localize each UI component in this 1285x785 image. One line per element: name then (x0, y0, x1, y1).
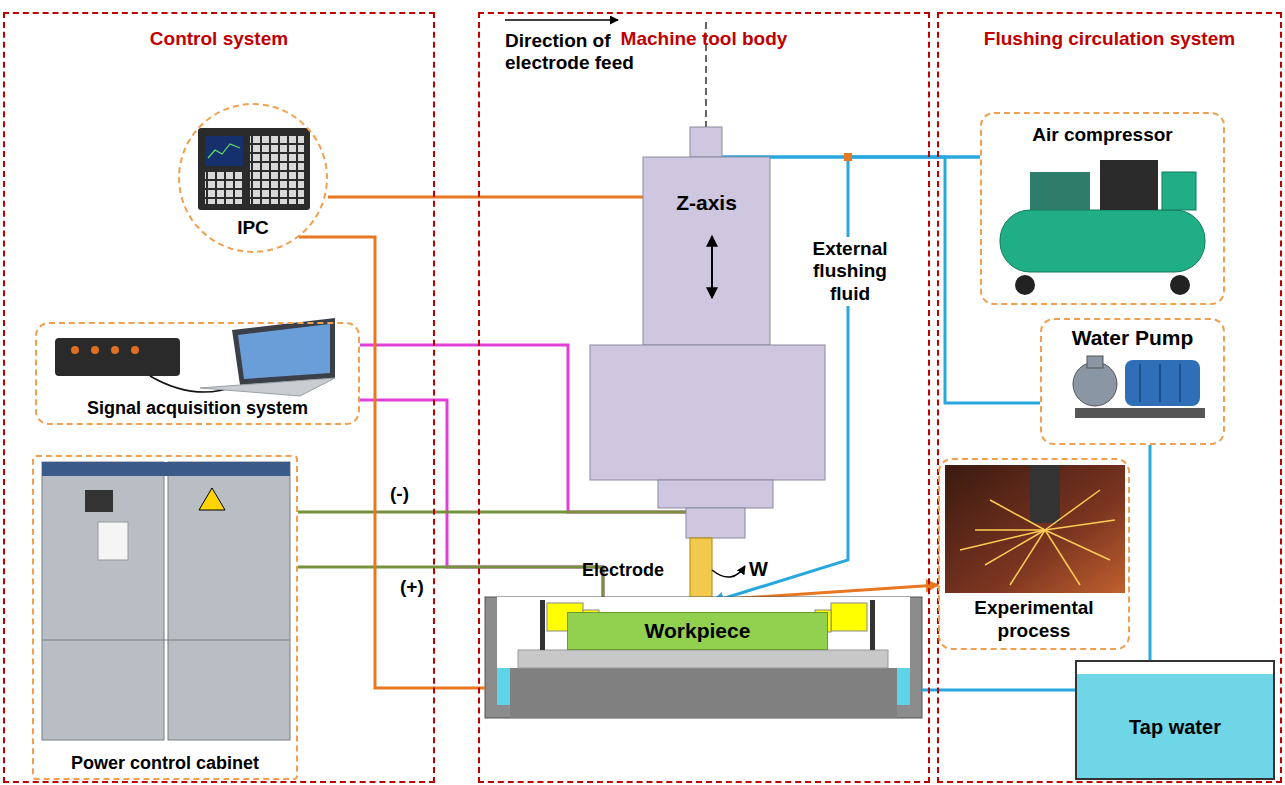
daq-port (131, 346, 139, 354)
edge-label: (-) (388, 482, 411, 506)
machine-base (510, 668, 897, 718)
wheel (1015, 275, 1035, 295)
ipc-circle: IPC (178, 103, 328, 253)
spark (985, 530, 1045, 565)
z-axis-column: Z-axis (643, 157, 770, 345)
clamp-bolt (540, 600, 545, 650)
tap-water-fill (1077, 674, 1273, 778)
controller-panel (198, 128, 310, 210)
edge-label: External flushing fluid (796, 237, 904, 306)
compressor-motor (1030, 172, 1090, 210)
belt-guard (1162, 172, 1196, 210)
node-label: IPC (237, 217, 269, 239)
daq-port (71, 346, 79, 354)
region-title: Flushing circulation system (984, 28, 1235, 50)
connector-line (1149, 445, 1152, 660)
annotation-label: Direction of electrode feed (505, 30, 675, 75)
tank-wall (485, 597, 922, 718)
pump-base (1075, 408, 1205, 418)
daq-port (111, 346, 119, 354)
collet (686, 508, 745, 538)
keypad (250, 136, 304, 204)
motor-fin (1139, 364, 1141, 402)
electrode: Electrode (690, 505, 712, 606)
daq-device (55, 338, 180, 376)
laptop-lid (232, 318, 335, 385)
motor-fin (1159, 364, 1161, 402)
node-label: Workpiece (645, 619, 751, 644)
keypad (205, 172, 243, 204)
node-label: Experimental process (946, 597, 1122, 642)
node-label: Air compressor (1032, 124, 1172, 146)
wheel (1170, 275, 1190, 295)
node-label: Water Pump (1072, 326, 1194, 351)
spindle-top (690, 127, 722, 157)
spark (1045, 530, 1110, 560)
spark (1010, 530, 1045, 585)
chuck (658, 480, 773, 508)
node-label: Electrode (582, 560, 664, 581)
node-label: Tap water (1129, 716, 1221, 740)
return-pipe (922, 689, 1075, 692)
rotation-arrow (712, 566, 745, 577)
daq-port (91, 346, 99, 354)
edge-label: (+) (398, 575, 426, 599)
z-motion-arrow (711, 236, 713, 298)
laptop-base (200, 378, 335, 396)
clamp (831, 603, 867, 631)
pump-outlet (1087, 356, 1103, 368)
node-label: Signal acquisition system (87, 398, 308, 419)
system-region: Flushing circulation systemAir compresso… (937, 12, 1282, 783)
controller-screen (205, 136, 243, 166)
connector-line (328, 196, 643, 199)
cabinet-seam (42, 640, 290, 641)
node-label: Power control cabinet (71, 753, 259, 774)
system-region: Control systemIPC Signal acquisition syst… (3, 12, 435, 783)
cabinet-header (42, 462, 290, 476)
electrode-rod (690, 538, 712, 606)
cabinet-sheet (98, 522, 128, 560)
pump-motor (1125, 360, 1200, 406)
clamp-bolt (870, 600, 875, 650)
screen-graph (208, 144, 240, 158)
compressor-pump (1100, 160, 1158, 210)
device-box: Water Pump (1040, 318, 1225, 445)
z-axis-body (643, 157, 770, 345)
spindle-head (590, 345, 825, 480)
photo-spindle (1030, 465, 1060, 523)
laptop-screen (238, 324, 330, 379)
cabinet-door (42, 462, 164, 740)
feed-arrow (505, 19, 618, 21)
spark (1045, 490, 1100, 530)
motor-fin (1179, 364, 1181, 402)
device-box: Signal acquisition system (35, 322, 360, 425)
system-region: Machine tool bodyZ-axisElectrodeWorkpiec… (478, 12, 930, 783)
connector-line (298, 511, 690, 514)
compressor-tank (1000, 210, 1205, 272)
connector-line (360, 400, 603, 612)
spark (990, 500, 1045, 530)
cabinet-screen (85, 490, 113, 512)
region-title: Machine tool body (621, 28, 788, 50)
annotation-label: W (749, 558, 768, 582)
junction-mark (844, 153, 852, 161)
spark (960, 530, 1045, 550)
device-box: Power control cabinet (32, 455, 298, 780)
water-tank: Tap water (1075, 660, 1275, 780)
warning-sign (199, 488, 225, 510)
device-box: Air compressor (980, 112, 1225, 305)
cabinet-door (168, 462, 290, 740)
work-plate (518, 650, 888, 668)
process-photo (945, 465, 1125, 593)
photo-box: Experimental process (938, 458, 1130, 650)
control-wire (299, 237, 485, 688)
pump-housing (1073, 362, 1117, 406)
sparks (960, 490, 1115, 585)
region-title: Control system (150, 28, 288, 50)
spark (975, 529, 1045, 531)
node-label: Z-axis (676, 191, 737, 216)
workpiece-block: Workpiece (567, 612, 828, 650)
